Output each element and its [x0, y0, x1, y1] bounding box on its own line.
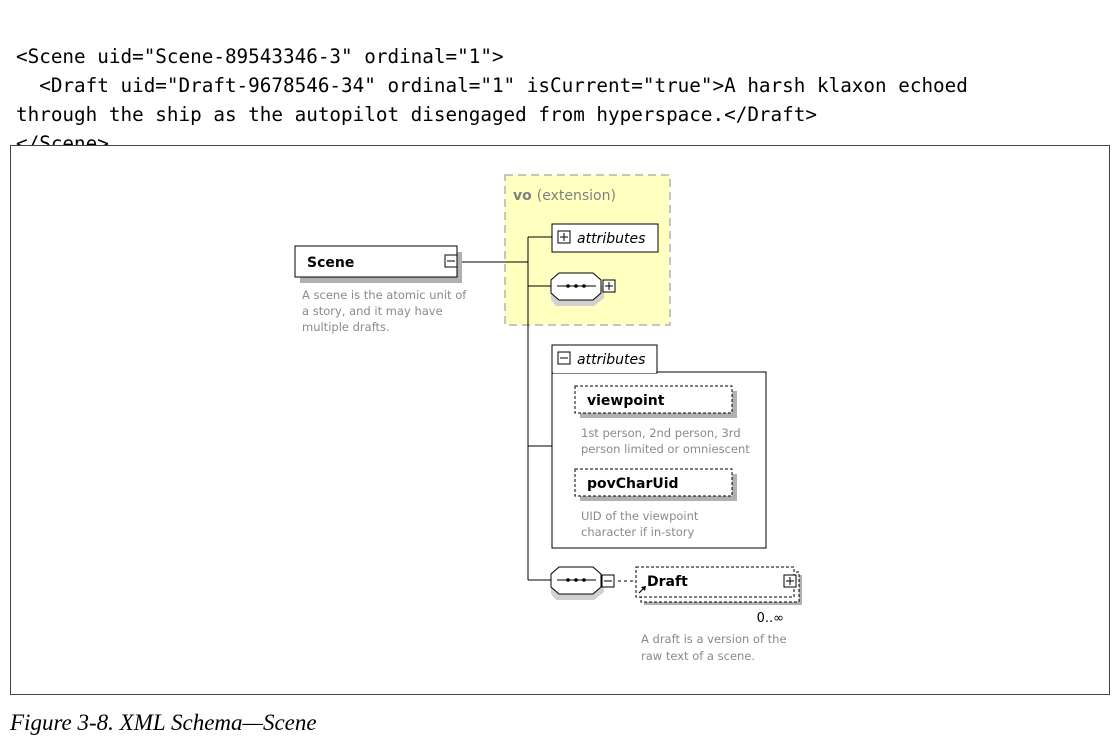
extension-attributes-node[interactable]: attributes: [551, 223, 659, 253]
code-line-1: <Scene uid="Scene-89543346-3" ordinal="1…: [16, 45, 504, 68]
extension-sequence-compositor[interactable]: [550, 272, 616, 306]
povcharuid-documentation: UID of the viewpoint character if in-sto…: [581, 509, 702, 539]
attributes-group: attributes viewpoint 1st person, 2nd per…: [551, 344, 767, 549]
collapse-icon[interactable]: [444, 254, 458, 268]
scene-label: Scene: [307, 255, 354, 271]
code-line-3: through the ship as the autopilot diseng…: [16, 103, 817, 126]
povcharuid-attribute[interactable]: povCharUid: [574, 468, 737, 501]
draft-element[interactable]: Draft: [635, 566, 802, 605]
viewpoint-label: viewpoint: [587, 393, 665, 409]
extension-prefix: vo: [513, 188, 532, 204]
code-line-2: <Draft uid="Draft-9678546-34" ordinal="1…: [16, 74, 968, 97]
draft-label: Draft: [647, 574, 688, 590]
draft-cardinality: 0..∞: [757, 611, 784, 626]
draft-sequence-compositor[interactable]: [550, 566, 615, 600]
expand-icon[interactable]: [783, 574, 797, 588]
attributes-label: attributes: [577, 352, 645, 368]
extension-attributes-label: attributes: [577, 231, 645, 247]
xml-code-sample: <Scene uid="Scene-89543346-3" ordinal="1…: [16, 42, 968, 158]
povcharuid-label: povCharUid: [587, 476, 679, 492]
expand-icon[interactable]: [602, 279, 616, 293]
viewpoint-attribute[interactable]: viewpoint: [574, 385, 737, 418]
collapse-icon[interactable]: [601, 574, 615, 588]
figure-caption: Figure 3-8. XML Schema—Scene: [10, 710, 317, 735]
extension-title: vo (extension): [513, 188, 616, 204]
viewpoint-documentation: 1st person, 2nd person, 3rd person limit…: [581, 426, 750, 456]
collapse-icon[interactable]: [557, 351, 571, 365]
draft-documentation: A draft is a version of the raw text of …: [641, 632, 790, 663]
scene-documentation: A scene is the atomic unit of a story, a…: [302, 288, 470, 334]
scene-element[interactable]: Scene: [294, 245, 462, 283]
expand-icon[interactable]: [557, 230, 571, 244]
connector-lines: [461, 236, 636, 582]
schema-diagram: vo (extension) Scene A scene is the atomi…: [294, 174, 802, 663]
reference-arrow-icon: [638, 586, 646, 594]
extension-suffix: (extension): [537, 188, 616, 204]
